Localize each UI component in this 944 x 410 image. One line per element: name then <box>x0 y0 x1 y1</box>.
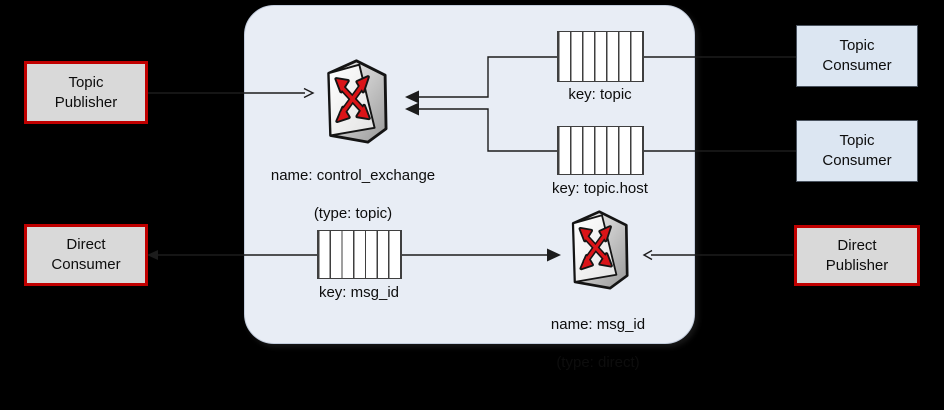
direct-consumer-label: Direct Consumer <box>51 236 121 273</box>
filled-arrowhead-topic-to-exchange <box>405 90 419 104</box>
msgid-exchange-label: name: msg_id (type: direct) <box>478 296 718 391</box>
exchange-icon-control <box>321 57 388 145</box>
control-exchange-label: name: control_exchange (type: topic) <box>233 147 473 242</box>
open-arrowhead-into-control-exchange <box>303 87 315 99</box>
topic-consumer-2-label: Topic Consumer <box>822 132 892 169</box>
filled-arrowhead-into-direct-consumer <box>147 250 158 260</box>
open-arrowhead-into-msgid-exchange <box>642 249 653 261</box>
direct-publisher-label: Direct Publisher <box>825 236 889 274</box>
control-exchange-name: name: control_exchange <box>270 167 436 184</box>
control-exchange-type: (type: topic) <box>313 205 393 222</box>
msgid-exchange-type: (type: direct) <box>556 354 640 371</box>
topic-consumer-box-1: Topic Consumer <box>796 25 918 87</box>
direct-publisher-box: Direct Publisher <box>794 225 920 286</box>
topic-publisher-label: Topic Publisher <box>54 73 118 111</box>
wire-queue-topichost-to-control-exchange <box>419 108 557 152</box>
filled-arrowhead-topichost-to-exchange <box>405 102 419 116</box>
queue-icon-topic-host <box>557 126 644 175</box>
queue-topic-host-label: key: topic.host <box>552 180 648 197</box>
wire-queue-topic-to-control-exchange <box>419 56 557 98</box>
topic-publisher-box: Topic Publisher <box>24 61 148 124</box>
queue-msg-id-label: key: msg_id <box>318 284 400 301</box>
topic-consumer-1-label: Topic Consumer <box>822 37 892 74</box>
msgid-exchange-name: name: msg_id <box>550 316 646 333</box>
queue-icon-msg-id <box>317 230 402 279</box>
exchange-icon-msgid <box>566 207 629 292</box>
filled-arrowhead-into-msgid-exchange <box>547 248 561 262</box>
direct-consumer-box: Direct Consumer <box>24 224 148 286</box>
topic-consumer-box-2: Topic Consumer <box>796 120 918 182</box>
queue-icon-topic <box>557 31 644 82</box>
queue-topic-label: key: topic <box>568 86 632 103</box>
